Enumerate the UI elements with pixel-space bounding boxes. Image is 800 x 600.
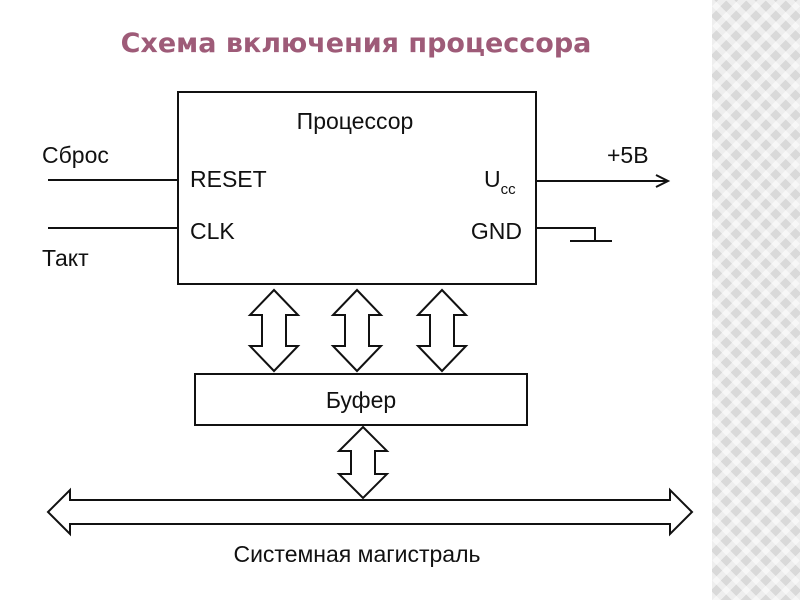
bus-arrow-2 bbox=[330, 288, 384, 373]
processor-label: Процессор bbox=[297, 108, 414, 134]
gnd-pin-label: GND bbox=[471, 218, 522, 244]
processor-connection-diagram: Процессор RESET CLK Ucc GND Сброс Такт +… bbox=[42, 91, 694, 567]
buffer-label: Буфер bbox=[326, 387, 396, 413]
reset-signal-label: Сброс bbox=[42, 142, 109, 168]
bus-arrow-1 bbox=[247, 288, 301, 373]
buffer-block bbox=[194, 373, 528, 426]
ground-line bbox=[536, 227, 596, 240]
system-bus-arrow bbox=[46, 487, 694, 537]
buffer-bus-arrow bbox=[336, 425, 390, 500]
power-arrow bbox=[655, 174, 671, 188]
reset-pin-label: RESET bbox=[190, 166, 267, 192]
slide-title: Схема включения процессора bbox=[120, 28, 592, 59]
clock-signal-label: Такт bbox=[42, 245, 89, 271]
bus-arrow-3 bbox=[415, 288, 469, 373]
decorative-side-pattern bbox=[712, 0, 800, 600]
ucc-pin-label: Ucc bbox=[484, 166, 516, 198]
system-bus-label: Системная магистраль bbox=[233, 541, 480, 567]
processor-block bbox=[177, 91, 537, 285]
clk-pin-label: CLK bbox=[190, 218, 235, 244]
power-label: +5В bbox=[607, 142, 649, 168]
